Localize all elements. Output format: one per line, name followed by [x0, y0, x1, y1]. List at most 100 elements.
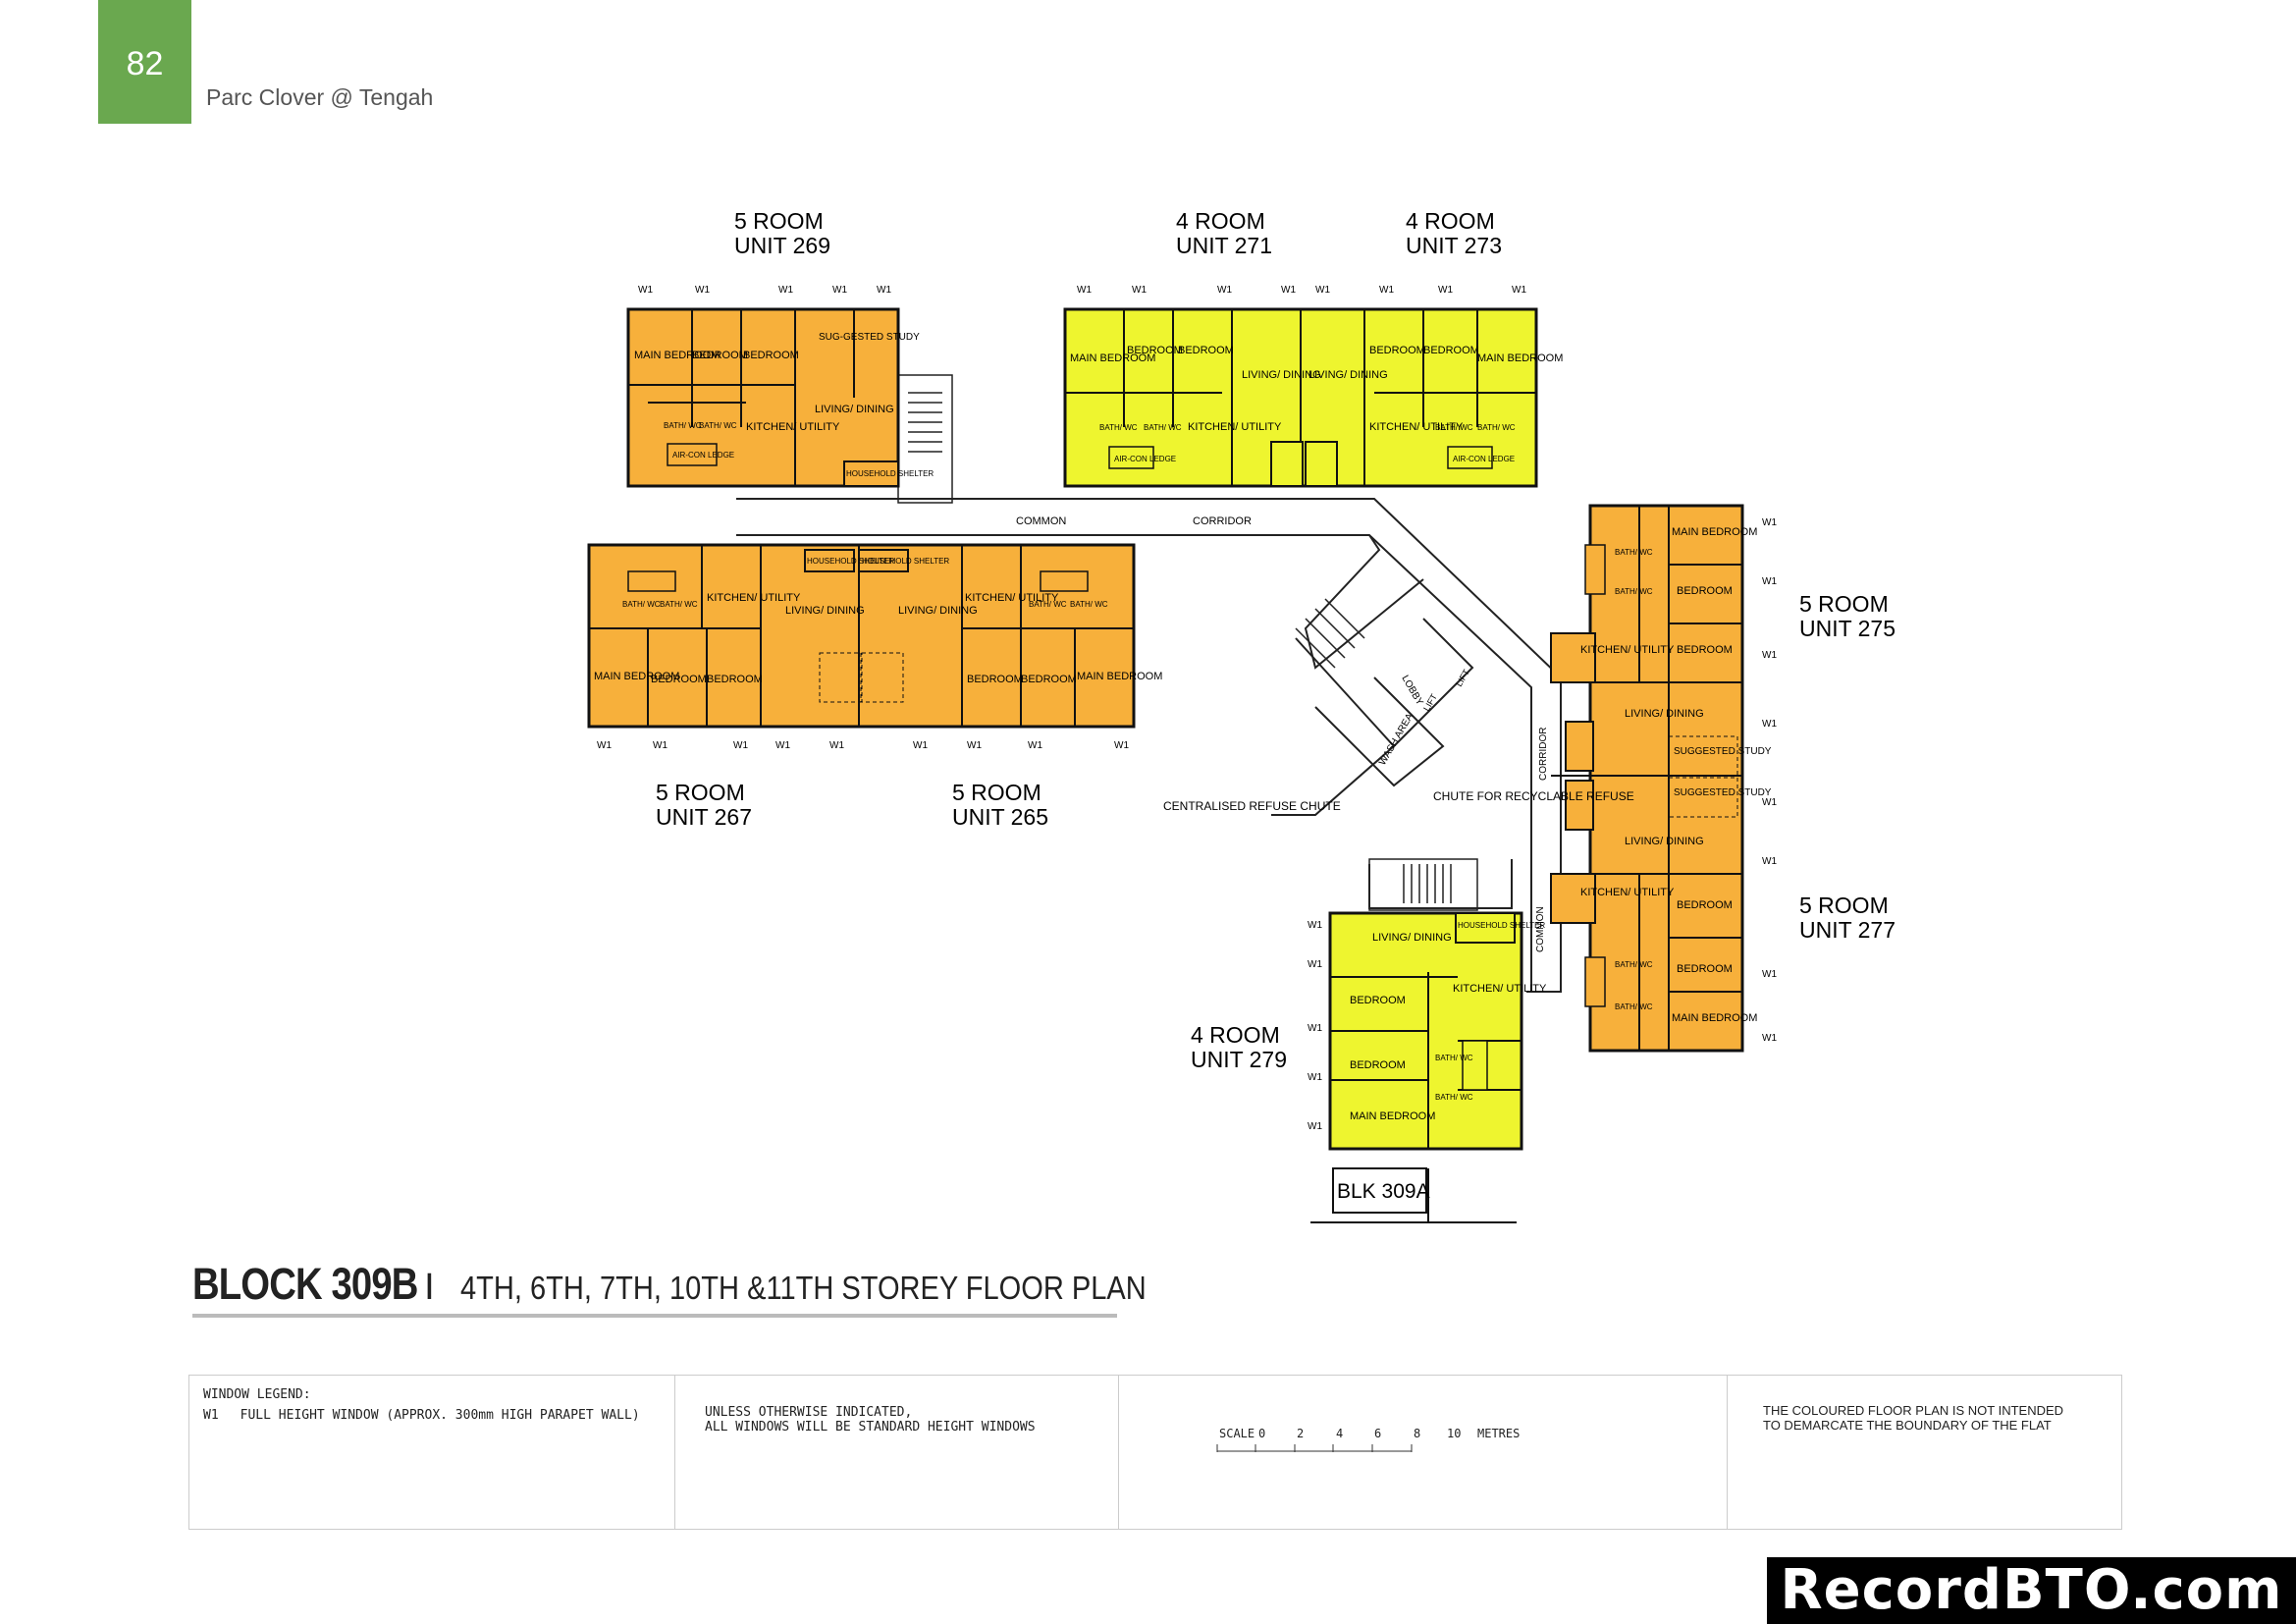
room-bath-wc: BATH/ WC — [1477, 423, 1516, 432]
window-w1: W1 — [1762, 650, 1777, 661]
room-bedroom: BEDROOM — [707, 674, 763, 685]
room-bedroom: BEDROOM — [967, 674, 1023, 685]
room-suggested-study: SUGGESTED STUDY — [1674, 746, 1772, 757]
room-household-shelter: HOUSEHOLD SHELTER — [807, 557, 894, 566]
room-bath-wc: BATH/ WC — [1615, 587, 1653, 596]
room-living-dining: LIVING/ DINING — [1242, 369, 1321, 381]
scale-tick: 4 — [1336, 1427, 1343, 1440]
unit-273-number: UNIT 273 — [1406, 233, 1502, 258]
window-w1: W1 — [967, 740, 982, 751]
unit-271-type: 4 ROOM — [1176, 208, 1265, 234]
room-living-dining: LIVING/ DINING — [1625, 836, 1704, 847]
small-labels: BATH/ WC BATH/ WC AIR-CON LEDGE HOUSEHOL… — [622, 421, 1653, 1102]
unit-265-number: UNIT 265 — [952, 804, 1048, 830]
room-bath-wc: BATH/ WC — [1435, 1093, 1473, 1102]
room-kitchen-utility: KITCHEN/ UTILITY — [746, 421, 840, 433]
label-corridor: CORRIDOR — [1538, 728, 1549, 781]
room-household-shelter: HOUSEHOLD SHELTER — [1458, 921, 1545, 930]
scale-tick: 8 — [1414, 1427, 1420, 1440]
room-bedroom: BEDROOM — [1677, 644, 1733, 656]
scale-label: SCALE — [1219, 1427, 1255, 1440]
room-kitchen-utility: KITCHEN/ UTILITY — [1453, 983, 1547, 995]
room-kitchen-utility: KITCHEN/ UTILITY — [965, 592, 1059, 604]
unit-279-number: UNIT 279 — [1191, 1047, 1287, 1072]
legend-box: WINDOW LEGEND: W1 FULL HEIGHT WINDOW (AP… — [188, 1375, 2122, 1530]
unit-269-number: UNIT 269 — [734, 233, 830, 258]
window-w1: W1 — [1114, 740, 1129, 751]
label-chute-recyclable: CHUTE FOR RECYCLABLE REFUSE — [1433, 789, 1634, 803]
floor-plan-title: BLOCK 309B I 4TH, 6TH, 7TH, 10TH &11TH S… — [192, 1259, 1240, 1310]
note-line: UNLESS OTHERWISE INDICATED, — [705, 1405, 913, 1420]
room-bath-wc: BATH/ WC — [1070, 600, 1108, 609]
unit-275-number: UNIT 275 — [1799, 616, 1896, 641]
window-w1: W1 — [1762, 969, 1777, 980]
label-common: COMMON — [1535, 906, 1546, 952]
room-main-bedroom: MAIN BEDROOM — [634, 350, 720, 361]
window-w1: W1 — [1077, 285, 1092, 296]
disclaimer-line: THE COLOURED FLOOR PLAN IS NOT INTENDED — [1763, 1403, 2064, 1418]
window-w1: W1 — [1315, 285, 1330, 296]
disclaimer-line: TO DEMARCATE THE BOUNDARY OF THE FLAT — [1763, 1418, 2052, 1433]
label-corridor: CORRIDOR — [1193, 515, 1252, 527]
page-number: 82 — [98, 0, 191, 124]
room-main-bedroom: MAIN BEDROOM — [1350, 1110, 1435, 1122]
unit-267-number: UNIT 267 — [656, 804, 752, 830]
unit-267-type: 5 ROOM — [656, 780, 745, 805]
room-bedroom: BEDROOM — [1369, 345, 1425, 356]
room-bedroom: BEDROOM — [651, 674, 707, 685]
window-w1: W1 — [1438, 285, 1453, 296]
room-main-bedroom: MAIN BEDROOM — [1672, 526, 1757, 538]
window-w1: W1 — [775, 740, 790, 751]
window-w1: W1 — [1762, 719, 1777, 730]
window-marks: W1 W1 W1 W1 W1 W1 W1 W1 W1 W1 W1 W1 W1 W… — [597, 285, 1777, 1132]
scale-tick: 10 — [1447, 1427, 1461, 1440]
room-bedroom: BEDROOM — [1677, 899, 1733, 911]
room-bedroom: BEDROOM — [743, 350, 799, 361]
window-w1: W1 — [1762, 797, 1777, 808]
room-main-bedroom: MAIN BEDROOM — [1672, 1012, 1757, 1024]
window-w1: W1 — [1762, 517, 1777, 528]
room-bath-wc: BATH/ WC — [1435, 1054, 1473, 1062]
room-bedroom: BEDROOM — [1677, 963, 1733, 975]
unit-271-273-plan — [1063, 307, 1538, 488]
label-blk-309a: BLK 309A — [1337, 1180, 1430, 1203]
unit-279-type: 4 ROOM — [1191, 1022, 1280, 1048]
label-wash-area: WASH AREA — [1377, 712, 1415, 768]
room-main-bedroom: MAIN BEDROOM — [1477, 352, 1563, 364]
unit-273-type: 4 ROOM — [1406, 208, 1495, 234]
window-w1: W1 — [778, 285, 793, 296]
room-living-dining: LIVING/ DINING — [1308, 369, 1388, 381]
room-bath-wc: BATH/ WC — [1435, 423, 1473, 432]
unit-275-type: 5 ROOM — [1799, 591, 1889, 617]
disclaimer: THE COLOURED FLOOR PLAN IS NOT INTENDED … — [1728, 1376, 2121, 1529]
unit-279-plan — [1310, 911, 1523, 1223]
room-labels: MAIN BEDROOM BEDROOM BEDROOM LIVING/ DIN… — [594, 332, 1772, 1122]
room-bath-wc: BATH/ WC — [1615, 960, 1653, 969]
room-bath-wc: BATH/ WC — [1144, 423, 1182, 432]
room-living-dining: LIVING/ DINING — [898, 605, 978, 617]
legend-code: W1 — [203, 1408, 219, 1423]
window-w1: W1 — [1028, 740, 1042, 751]
room-living-dining: LIVING/ DINING — [1372, 932, 1452, 944]
note-line: ALL WINDOWS WILL BE STANDARD HEIGHT WIND… — [705, 1420, 1036, 1435]
room-kitchen-utility: KITCHEN/ UTILITY — [1580, 644, 1675, 656]
window-w1: W1 — [1308, 1023, 1322, 1034]
window-w1: W1 — [695, 285, 710, 296]
project-name: Parc Clover @ Tengah — [206, 84, 434, 110]
room-household-shelter: HOUSEHOLD SHELTER — [862, 557, 949, 566]
room-bath-wc: BATH/ WC — [660, 600, 698, 609]
label-lobby: LOBBY — [1399, 674, 1424, 708]
room-household-shelter: HOUSEHOLD SHELTER — [846, 469, 934, 478]
window-w1: W1 — [877, 285, 891, 296]
room-aircon-ledge: AIR-CON LEDGE — [1114, 455, 1176, 463]
room-aircon-ledge: AIR-CON LEDGE — [672, 451, 734, 460]
room-bath-wc: BATH/ WC — [1615, 1002, 1653, 1011]
scale-graphic: SCALE 0 2 4 6 8 10 METRES — [1216, 1427, 1520, 1452]
room-living-dining: LIVING/ DINING — [815, 404, 894, 415]
room-bedroom: BEDROOM — [1350, 995, 1406, 1006]
block-name: BLOCK 309B — [192, 1259, 418, 1309]
title-separator: I — [424, 1267, 435, 1308]
window-w1: W1 — [733, 740, 748, 751]
room-bedroom: BEDROOM — [1021, 674, 1077, 685]
